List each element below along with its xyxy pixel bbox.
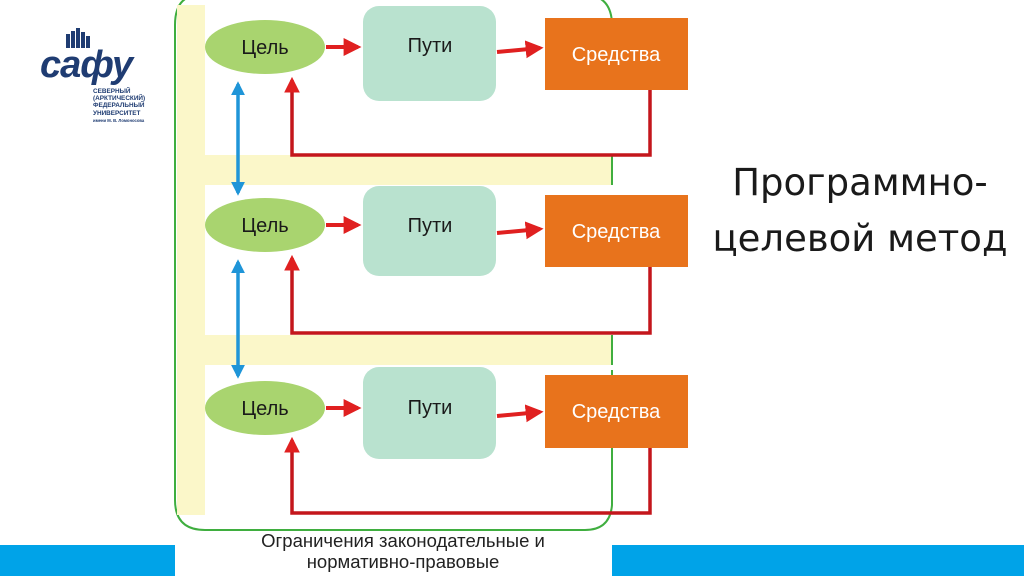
constraint-band — [177, 155, 612, 185]
constraint-band — [177, 5, 205, 155]
ways-label: Пути — [408, 35, 453, 57]
diagram-row-2: Цель Пути Средства — [205, 186, 688, 335]
constraint-band — [177, 365, 205, 515]
caption-line: Ограничения законодательные и — [261, 530, 545, 551]
means-node — [545, 18, 688, 90]
goal-label: Цель — [241, 215, 288, 237]
goal-node — [205, 198, 325, 252]
means-label: Средства — [572, 44, 661, 66]
constraints-frame — [600, 0, 613, 23]
goal-node — [205, 381, 325, 435]
logo-line: (АРКТИЧЕСКИЙ) — [93, 95, 146, 103]
ways-label: Пути — [408, 397, 453, 419]
means-label: Средства — [572, 401, 661, 423]
logo-line: ФЕДЕРАЛЬНЫЙ — [93, 102, 145, 110]
goal-node — [205, 20, 325, 74]
constraints-frame-left — [174, 0, 613, 531]
diagram-row-3: Цель Пути Средства — [205, 367, 688, 515]
logo-line: имени М. В. Ломоносова — [93, 117, 145, 123]
constraint-band — [177, 335, 612, 365]
means-label: Средства — [572, 221, 661, 243]
constraints-caption: Ограничения законодательные и нормативно… — [178, 530, 628, 572]
caption-line: нормативно-правовые — [306, 551, 500, 572]
university-logo-mark-icon — [66, 28, 90, 48]
means-node — [545, 375, 688, 448]
ways-node — [363, 367, 496, 459]
goal-label: Цель — [241, 37, 288, 59]
title-line: целевой метод — [712, 217, 1008, 260]
slide-title: Программно- целевой метод — [700, 155, 1020, 267]
university-logo-text: СЕВЕРНЫЙ (АРКТИЧЕСКИЙ) ФЕДЕРАЛЬНЫЙ УНИВЕ… — [93, 88, 157, 124]
footer-bar-right — [612, 545, 1024, 576]
diagram-row-1: Цель Пути Средства — [205, 6, 688, 157]
university-logo-wordmark: сафу — [40, 44, 133, 86]
ways-node — [363, 6, 496, 101]
ways-label: Пути — [408, 215, 453, 237]
constraint-band — [177, 185, 205, 335]
logo-line: СЕВЕРНЫЙ — [93, 88, 131, 95]
logo-line: УНИВЕРСИТЕТ — [93, 109, 141, 117]
ways-node — [363, 186, 496, 276]
footer-bar-left — [0, 545, 175, 576]
goal-label: Цель — [241, 398, 288, 420]
title-line: Программно- — [732, 161, 988, 204]
means-node — [545, 195, 688, 267]
